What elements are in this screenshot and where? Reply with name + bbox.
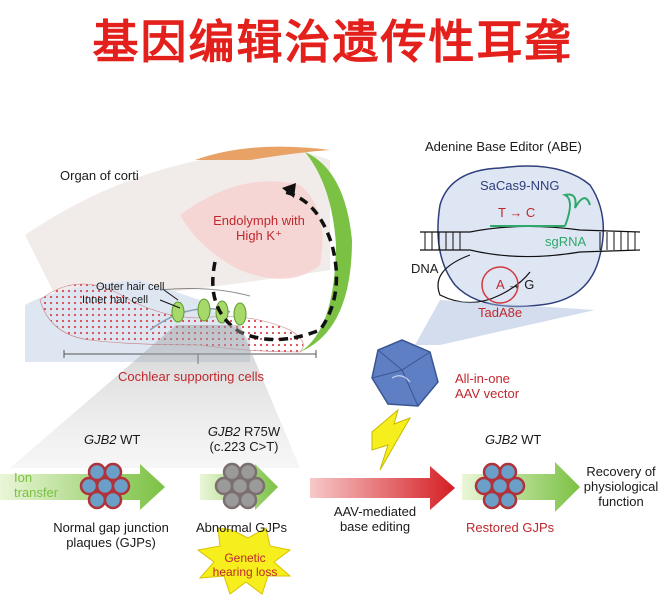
recovery-line2: physiological	[583, 478, 659, 494]
normal-gjp-line2: plaques (GJPs)	[66, 534, 156, 550]
mutant-suffix: R75W	[240, 424, 281, 439]
endolymph-label: Endolymph with High K⁺	[200, 213, 318, 244]
endolymph-line1: Endolymph with	[213, 213, 305, 228]
tada8e-circle	[481, 266, 519, 304]
aav-zoom-cone	[415, 300, 595, 345]
dna-rungs	[424, 232, 636, 250]
gjp-cluster-restored	[474, 462, 526, 510]
cochlea-diagram	[25, 146, 352, 364]
dna-label: DNA	[411, 261, 439, 276]
editing-line2: base editing	[339, 518, 411, 534]
a-base-label: A	[496, 277, 504, 292]
a-to-g-label: A → G	[496, 277, 535, 293]
organ-of-corti-label: Organ of corti	[60, 168, 139, 183]
ion-line1: Ion	[14, 470, 33, 485]
tada-loop	[437, 254, 531, 304]
aav-line1: All-in-one	[455, 371, 510, 386]
potassium-recycling-arrow	[211, 190, 339, 342]
recovery-label: Recovery of physiological function	[578, 464, 664, 510]
abe-complex	[420, 165, 641, 308]
restored-gjp-label: Restored GJPs	[466, 520, 555, 535]
ion-line2: transfer	[14, 484, 59, 500]
outer-hair-cell-label: Outer hair cell	[96, 281, 165, 293]
wt-label: GJB2 WT	[84, 432, 141, 448]
stria-orange	[195, 146, 330, 160]
normal-gjp-line1: Normal gap junction	[53, 520, 169, 535]
wt-suffix: WT	[116, 432, 141, 447]
lightning-bolt-icon	[371, 408, 412, 471]
mutant-label: GJB2 R75W (c.223 C>T)	[194, 424, 294, 455]
normal-gjp-label: Normal gap junction plaques (GJPs)	[36, 520, 186, 551]
restored-wt-label: GJB2 WT	[485, 432, 542, 448]
genetic-line2: hearing loss	[212, 564, 278, 579]
tectorial-membrane	[159, 287, 251, 297]
a-to-g-arrow: → G	[507, 277, 535, 292]
gjp-cluster-normal	[79, 462, 131, 510]
zoom-cone	[10, 325, 300, 468]
recovery-line3: function	[598, 493, 644, 509]
supporting-cells-label: Cochlear supporting cells	[118, 369, 264, 384]
editing-line1: AAV-mediated	[333, 504, 417, 519]
aav-vector-label: All-in-one AAV vector	[455, 371, 520, 402]
aav-vector-icon	[371, 339, 439, 407]
inner-hair-cell-label: Inner hair cell	[82, 294, 149, 306]
endolymph-line2: High K⁺	[236, 227, 282, 243]
endolymph-region	[180, 181, 323, 279]
sacas9-blob	[437, 165, 605, 308]
page-title: 基因编辑治遗传性耳聋	[92, 15, 573, 69]
genetic-line1: Genetic	[224, 551, 266, 565]
aav-line2: AAV vector	[455, 385, 520, 401]
genetic-hearing-loss-label: Genetic hearing loss	[210, 551, 280, 580]
wt-gene: GJB2	[84, 432, 117, 447]
restored-suffix: WT	[517, 432, 542, 447]
mutant-variant: (c.223 C>T)	[209, 438, 279, 454]
abe-title: Adenine Base Editor (ABE)	[425, 139, 582, 154]
t-to-c-label: T → C	[498, 205, 536, 220]
mutant-gene: GJB2	[207, 424, 241, 439]
sgrna-label: sgRNA	[545, 234, 587, 249]
hearing-loss-burst	[196, 527, 292, 595]
abnormal-gjp-label: Abnormal GJPs	[196, 520, 288, 535]
restored-gene: GJB2	[485, 432, 518, 447]
tada8e-label: TadA8e	[478, 305, 523, 320]
sgrna-strand	[490, 193, 591, 227]
aav-editing-label: AAV-mediated base editing	[320, 504, 430, 535]
editing-arrow	[310, 466, 455, 510]
ion-transfer-label: Ion transfer	[14, 470, 59, 501]
recovery-line1: Recovery of	[586, 464, 656, 479]
spiral-ligament-green	[300, 152, 352, 352]
gjp-cluster-abnormal	[214, 462, 266, 510]
sacas9-label: SaCas9-NNG	[480, 178, 560, 193]
